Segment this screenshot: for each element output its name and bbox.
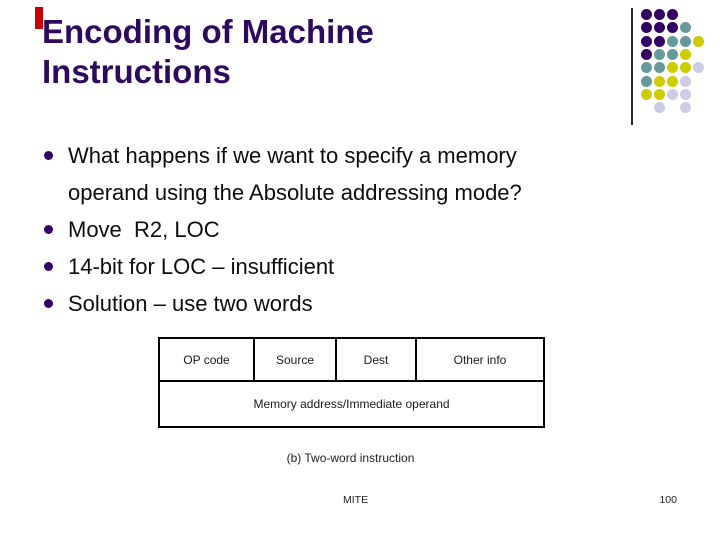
decorative-dot: [667, 75, 678, 87]
decorative-dot: [680, 62, 691, 74]
decorative-vertical-line: [631, 8, 633, 125]
decorative-dot: [667, 35, 678, 47]
dot-pattern-decoration: [641, 9, 716, 124]
decorative-dot: [680, 102, 691, 114]
bullet-item: Move R2, LOC: [40, 211, 600, 248]
decorative-dot: [693, 35, 704, 47]
bullet-icon: [44, 262, 53, 271]
decorative-dot: [654, 22, 665, 34]
decorative-dot: [667, 62, 678, 74]
diagram-cell-dest: Dest: [335, 337, 417, 382]
bullet-text: Move R2, LOC: [68, 217, 220, 242]
decorative-dot: [680, 75, 691, 87]
decorative-dot: [667, 9, 678, 20]
decorative-dot: [680, 22, 691, 34]
footer-text: MITE: [343, 494, 369, 506]
bullet-item: What happens if we want to specify a mem…: [40, 137, 600, 211]
diagram-cell-opcode: OP code: [158, 337, 255, 382]
decorative-dot: [641, 22, 652, 34]
bullet-item: 14-bit for LOC – insufficient: [40, 248, 600, 285]
decorative-dot: [667, 22, 678, 34]
decorative-dot: [667, 88, 678, 100]
bullet-item: Solution – use two words: [40, 285, 600, 322]
diagram-cell-source: Source: [253, 337, 337, 382]
diagram-bottom-row: Memory address/Immediate operand: [158, 380, 545, 428]
decorative-dot: [641, 48, 652, 60]
slide-title: Encoding of Machine Instructions: [42, 13, 374, 90]
decorative-dot: [641, 9, 652, 20]
bullet-text: Solution – use two words: [68, 291, 313, 316]
bullet-text: 14-bit for LOC – insufficient: [68, 254, 335, 279]
decorative-dot: [667, 48, 678, 60]
decorative-dot: [680, 35, 691, 47]
decorative-dot: [680, 88, 691, 100]
bullet-icon: [44, 151, 53, 160]
decorative-dot: [654, 35, 665, 47]
decorative-dot: [680, 48, 691, 60]
decorative-dot: [654, 88, 665, 100]
decorative-dot: [693, 62, 704, 74]
bullet-text: What happens if we want to specify a mem…: [68, 143, 523, 205]
instruction-format-diagram: OP code Source Dest Other info Memory ad…: [158, 337, 545, 428]
bullet-list: What happens if we want to specify a mem…: [40, 137, 600, 322]
red-accent-bar: [35, 7, 43, 29]
decorative-dot: [654, 62, 665, 74]
bullet-icon: [44, 225, 53, 234]
diagram-caption: (b) Two-word instruction: [286, 451, 415, 465]
decorative-dot: [654, 102, 665, 114]
decorative-dot: [641, 75, 652, 87]
decorative-dot: [654, 75, 665, 87]
decorative-dot: [641, 88, 652, 100]
diagram-cell-memory-address: Memory address/Immediate operand: [158, 380, 545, 428]
decorative-dot: [654, 48, 665, 60]
diagram-cell-other-info: Other info: [415, 337, 545, 382]
decorative-dot: [654, 9, 665, 20]
page-number: 100: [659, 494, 677, 506]
decorative-dot: [641, 35, 652, 47]
decorative-dot: [641, 62, 652, 74]
diagram-top-row: OP code Source Dest Other info: [158, 337, 545, 382]
bullet-icon: [44, 299, 53, 308]
